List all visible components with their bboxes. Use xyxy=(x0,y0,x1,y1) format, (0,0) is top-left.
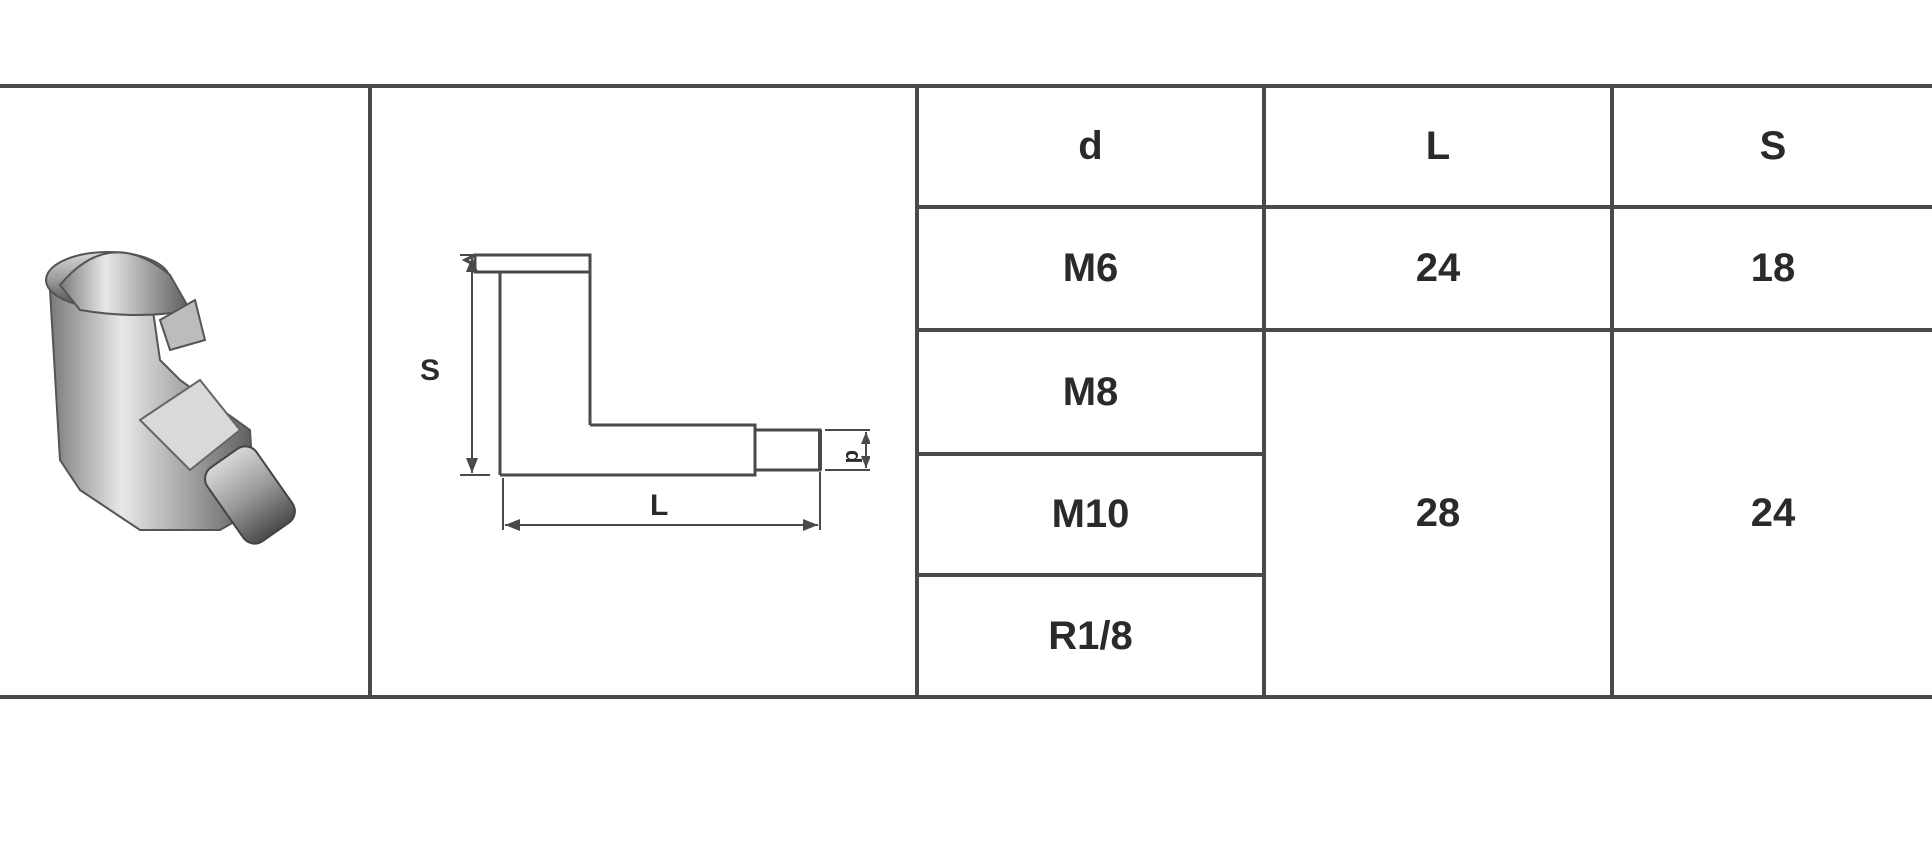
cell-l-m6: 24 xyxy=(1415,246,1461,290)
label-s: S xyxy=(420,354,440,387)
header-l: L xyxy=(1425,124,1451,168)
divider-d-l xyxy=(1262,86,1266,697)
dimension-drawing: S L d xyxy=(420,253,870,531)
cell-s-merged: 24 xyxy=(1750,491,1796,535)
divider-photo xyxy=(368,86,372,697)
fitting-photo xyxy=(45,251,296,545)
header-d: d xyxy=(1078,124,1103,168)
row-line-m8 xyxy=(917,452,1264,456)
divider-drawing xyxy=(915,86,919,697)
table-top-border xyxy=(0,84,1932,88)
cell-d-m8: M8 xyxy=(1062,369,1119,414)
cell-d-r18: R1/8 xyxy=(1048,613,1133,658)
row-line-m6 xyxy=(917,328,1932,332)
label-d: d xyxy=(841,450,866,463)
table-bottom-border xyxy=(0,695,1932,699)
row-line-m10 xyxy=(917,573,1264,577)
cell-d-m6: M6 xyxy=(1062,246,1119,290)
header-s: S xyxy=(1759,124,1787,168)
cell-l-merged: 28 xyxy=(1415,491,1461,535)
divider-l-s xyxy=(1610,86,1614,697)
label-l: L xyxy=(650,489,668,522)
row-line-header xyxy=(917,205,1932,209)
cell-s-m6: 18 xyxy=(1750,246,1796,290)
cell-d-m10: M10 xyxy=(1051,492,1130,536)
